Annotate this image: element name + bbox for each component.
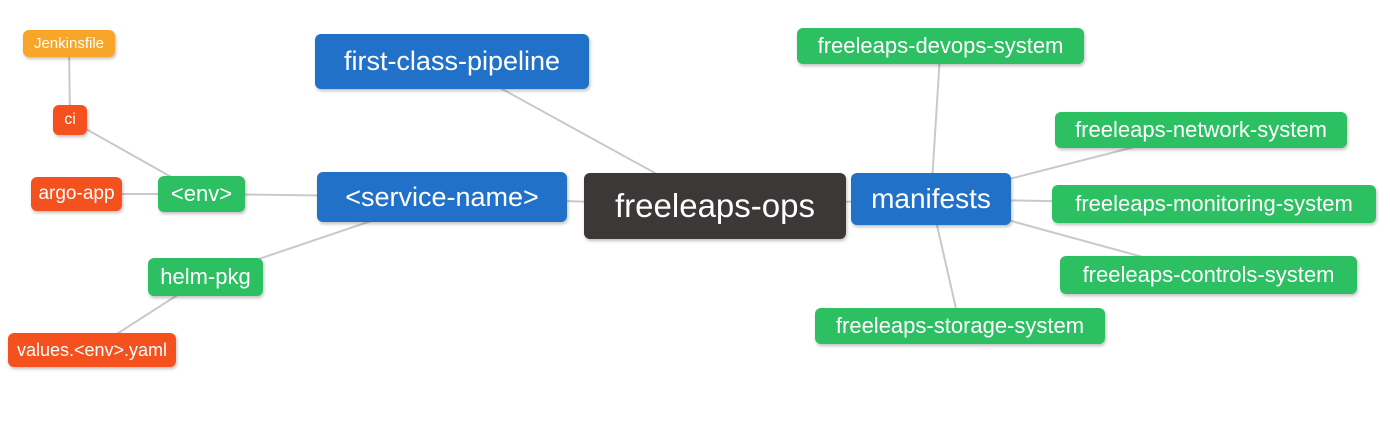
node-ci[interactable]: ci [53, 105, 87, 135]
node-storage-system[interactable]: freeleaps-storage-system [815, 308, 1105, 344]
node-service-name[interactable]: <service-name> [317, 172, 567, 222]
node-network-system[interactable]: freeleaps-network-system [1055, 112, 1347, 148]
node-values-env-yaml[interactable]: values.<env>.yaml [8, 333, 176, 367]
node-devops-system[interactable]: freeleaps-devops-system [797, 28, 1084, 64]
node-env[interactable]: <env> [158, 176, 245, 212]
node-argo-app[interactable]: argo-app [31, 177, 122, 211]
node-monitoring-system[interactable]: freeleaps-monitoring-system [1052, 185, 1376, 223]
node-jenkinsfile[interactable]: Jenkinsfile [23, 30, 115, 57]
node-freeleaps-ops[interactable]: freeleaps-ops [584, 173, 846, 239]
node-controls-system[interactable]: freeleaps-controls-system [1060, 256, 1357, 294]
node-helm-pkg[interactable]: helm-pkg [148, 258, 263, 296]
node-manifests[interactable]: manifests [851, 173, 1011, 225]
node-first-class-pipeline[interactable]: first-class-pipeline [315, 34, 589, 89]
